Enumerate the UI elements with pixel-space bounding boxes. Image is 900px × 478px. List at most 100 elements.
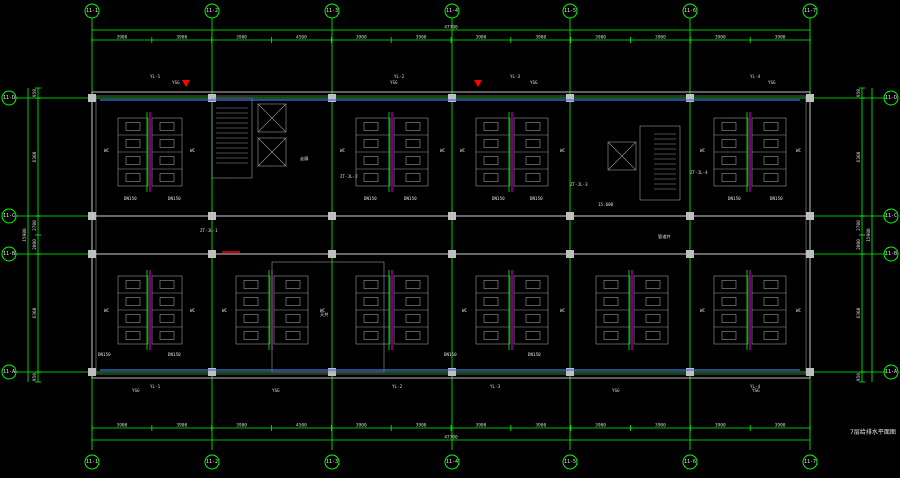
toilet-fixture (125, 314, 141, 323)
dim-value: 3900 (176, 423, 187, 429)
toilet-fixture (285, 297, 301, 306)
toilet-bay-south (595, 270, 669, 350)
pipe-size-label: DN150 (728, 196, 741, 201)
room-tag: WC (104, 148, 110, 153)
elevator-car (257, 137, 287, 167)
pipe-size-label: DN150 (168, 352, 181, 357)
toilet-fixture (763, 156, 779, 165)
toilet-fixture (483, 280, 499, 289)
toilet-fixture (525, 331, 541, 340)
stair-west (211, 97, 253, 179)
axis-bubble-circle (324, 454, 340, 470)
dim-value: 950 (32, 89, 38, 97)
toilet-fixture (483, 331, 499, 340)
toilet-fixture (125, 297, 141, 306)
toilet-fixture (525, 156, 541, 165)
axis-bubble-top: 11-3 (324, 3, 340, 19)
toilet-fixture (483, 173, 499, 182)
toilet-fixture (525, 314, 541, 323)
toilet-fixture (363, 331, 379, 340)
axis-bubble-circle (802, 3, 818, 19)
toilet-fixture (125, 156, 141, 165)
pipe-id-label: YL-4 (750, 74, 761, 79)
fixture-label: YSG (272, 388, 280, 393)
axis-label: 11-6 (684, 8, 696, 14)
axis-label: 11-A (3, 369, 15, 375)
toilet-fixture (363, 122, 379, 131)
structural-column (208, 212, 216, 220)
pipe-id-label: ZT-JL-1 (200, 228, 218, 233)
toilet-fixture (603, 280, 619, 289)
toilet-fixture (243, 331, 259, 340)
toilet-fixture (159, 139, 175, 148)
toilet-fixture (125, 139, 141, 148)
axis-bubble-circle (324, 3, 340, 19)
toilet-fixture (285, 280, 301, 289)
axis-bubble-circle (562, 454, 578, 470)
fixture-label: YSG (132, 388, 140, 393)
axis-bubble-bottom: 11-1 (84, 454, 100, 470)
structural-column (566, 212, 574, 220)
dim-value: 3900 (236, 35, 247, 41)
dim-total: 47700 (444, 25, 458, 31)
axis-bubble-right: 11-D (883, 90, 899, 106)
dim-value: 3900 (416, 35, 427, 41)
room-tag: WC (796, 148, 802, 153)
fixture-label: YSG (612, 388, 620, 393)
pipe-id-label: YL-1 (150, 74, 161, 79)
axis-label: 11-B (885, 251, 897, 257)
pipe-id-label: ZT-JL-3 (570, 182, 588, 187)
axis-bubble-top: 11-5 (562, 3, 578, 19)
dim-value: 2000 (856, 239, 862, 250)
axis-label: 11-5 (564, 8, 576, 14)
toilet-fixture (603, 314, 619, 323)
axis-bubble-top: 11-4 (444, 3, 460, 19)
axis-bubble-circle (1, 90, 17, 106)
pipe-id-label: YL-2 (394, 74, 405, 79)
axis-label: 11-C (3, 213, 15, 219)
structural-column (686, 94, 694, 102)
room-tag: WC (320, 308, 326, 313)
axis-bubble-bottom: 11-3 (324, 454, 340, 470)
toilet-fixture (405, 122, 421, 131)
toilet-fixture (159, 331, 175, 340)
dim-value: 3900 (535, 423, 546, 429)
dim-value: 6300 (32, 151, 38, 162)
toilet-fixture (405, 297, 421, 306)
axis-bubble-circle (444, 454, 460, 470)
dim-value: 3900 (655, 423, 666, 429)
structural-column (88, 94, 96, 102)
axis-label: 11-4 (446, 8, 458, 14)
toilet-fixture (721, 314, 737, 323)
dim-value: 950 (32, 373, 38, 381)
axis-label: 11-7 (804, 8, 816, 14)
pipe-size-label: DN150 (530, 196, 543, 201)
toilet-fixture (763, 297, 779, 306)
toilet-fixture (125, 331, 141, 340)
fixture-label: YSG (172, 80, 180, 85)
axis-bubble-top: 11-7 (802, 3, 818, 19)
toilet-fixture (721, 139, 737, 148)
dim-value: 6300 (856, 307, 862, 318)
dim-value: 2000 (32, 239, 38, 250)
dim-value: 3900 (176, 35, 187, 41)
axis-bubble-circle (1, 208, 17, 224)
pipe-id-label: YL-2 (392, 384, 403, 389)
axis-bubble-bottom: 11-4 (444, 454, 460, 470)
room-tag: WC (440, 148, 446, 153)
dim-value: 3900 (595, 35, 606, 41)
toilet-fixture (525, 173, 541, 182)
elevator-cross (257, 103, 287, 133)
outer-wall (91, 91, 811, 379)
toilet-fixture (721, 156, 737, 165)
structural-column (88, 368, 96, 376)
toilet-fixture (243, 280, 259, 289)
structural-column (448, 212, 456, 220)
axis-bubble-left: 11-C (1, 208, 17, 224)
toilet-fixture (721, 122, 737, 131)
toilet-fixture (483, 156, 499, 165)
dim-value: 3900 (775, 35, 786, 41)
structural-column (208, 368, 216, 376)
toilet-fixture (363, 314, 379, 323)
